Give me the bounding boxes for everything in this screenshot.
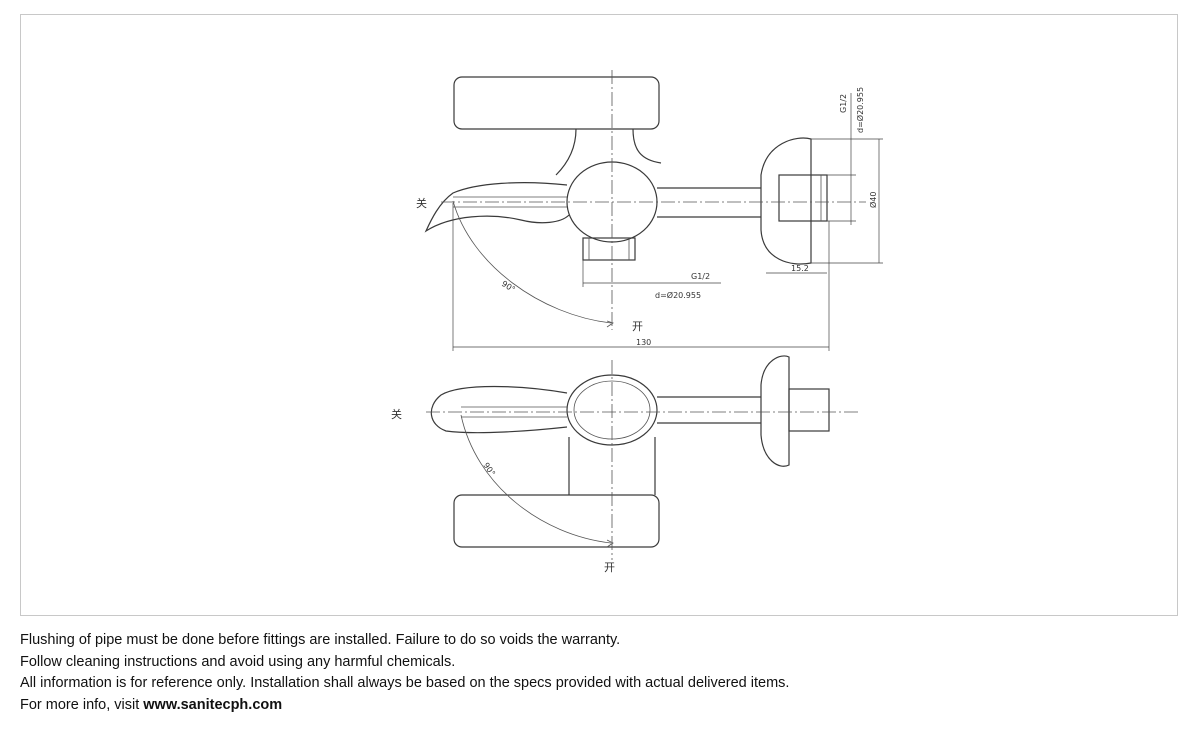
plan-view: 关 开 90° (391, 355, 861, 574)
rotation-arc-bottom (460, 414, 612, 544)
spout-top (424, 182, 570, 233)
connector-pipe-top (657, 187, 761, 218)
technical-drawing: 关 开 90° G1/2 d=Ø20.955 Ø40 15.2 G1/2 d=Ø… (20, 14, 1178, 616)
rotation-arrow-top (606, 320, 614, 328)
label-thread-length: 15.2 (791, 264, 809, 273)
label-close-top: 关 (416, 196, 427, 210)
label-angle-top: 90° (500, 279, 517, 294)
faucet-drawing: 关 开 90° G1/2 d=Ø20.955 Ø40 15.2 G1/2 d=Ø… (391, 70, 883, 574)
handle-stem-bottom (568, 437, 656, 495)
label-thread-bottom: G1/2 (691, 272, 710, 281)
note-flushing: Flushing of pipe must be done before fit… (20, 632, 621, 648)
wall-flange-top (760, 137, 812, 265)
thread-top (778, 174, 828, 222)
spout-bottom (430, 385, 568, 434)
label-thread-bottom-d: d=Ø20.955 (655, 290, 701, 300)
installation-notes: Flushing of pipe must be done before fit… (20, 630, 789, 716)
note-more-info: For more info, visit www.sanitecph.com (20, 695, 789, 717)
website-link[interactable]: www.sanitecph.com (143, 696, 283, 713)
connector-pipe-bottom (657, 396, 761, 424)
label-close-bottom: 关 (391, 407, 402, 421)
lever-handle-top (453, 76, 660, 130)
label-open-bottom: 开 (604, 561, 615, 574)
spout-inner-top (453, 196, 567, 208)
note-reference: All information is for reference only. I… (20, 675, 790, 691)
label-thread-side: G1/2 (839, 94, 848, 113)
note-cleaning: Follow cleaning instructions and avoid u… (20, 653, 456, 670)
lever-handle-bottom (453, 494, 660, 548)
side-view: 关 开 90° G1/2 d=Ø20.955 Ø40 15.2 G1/2 d=Ø… (416, 70, 883, 351)
label-open-top: 开 (632, 320, 643, 333)
label-thread-side-d: d=Ø20.955 (855, 87, 865, 133)
note-more-info-prefix: For more info, visit (20, 696, 144, 713)
handle-stem-top (555, 128, 662, 176)
label-total-length: 130 (636, 338, 651, 347)
rotation-arrow-bottom (606, 539, 614, 548)
spout-inner-bottom (461, 406, 567, 418)
wall-flange-bottom (760, 355, 790, 467)
rotation-arc-top (452, 200, 612, 324)
thread-bottom (788, 388, 830, 432)
label-angle-bottom: 90° (481, 461, 497, 478)
label-dia-flange: Ø40 (868, 192, 878, 208)
bottom-outlet (582, 237, 636, 261)
